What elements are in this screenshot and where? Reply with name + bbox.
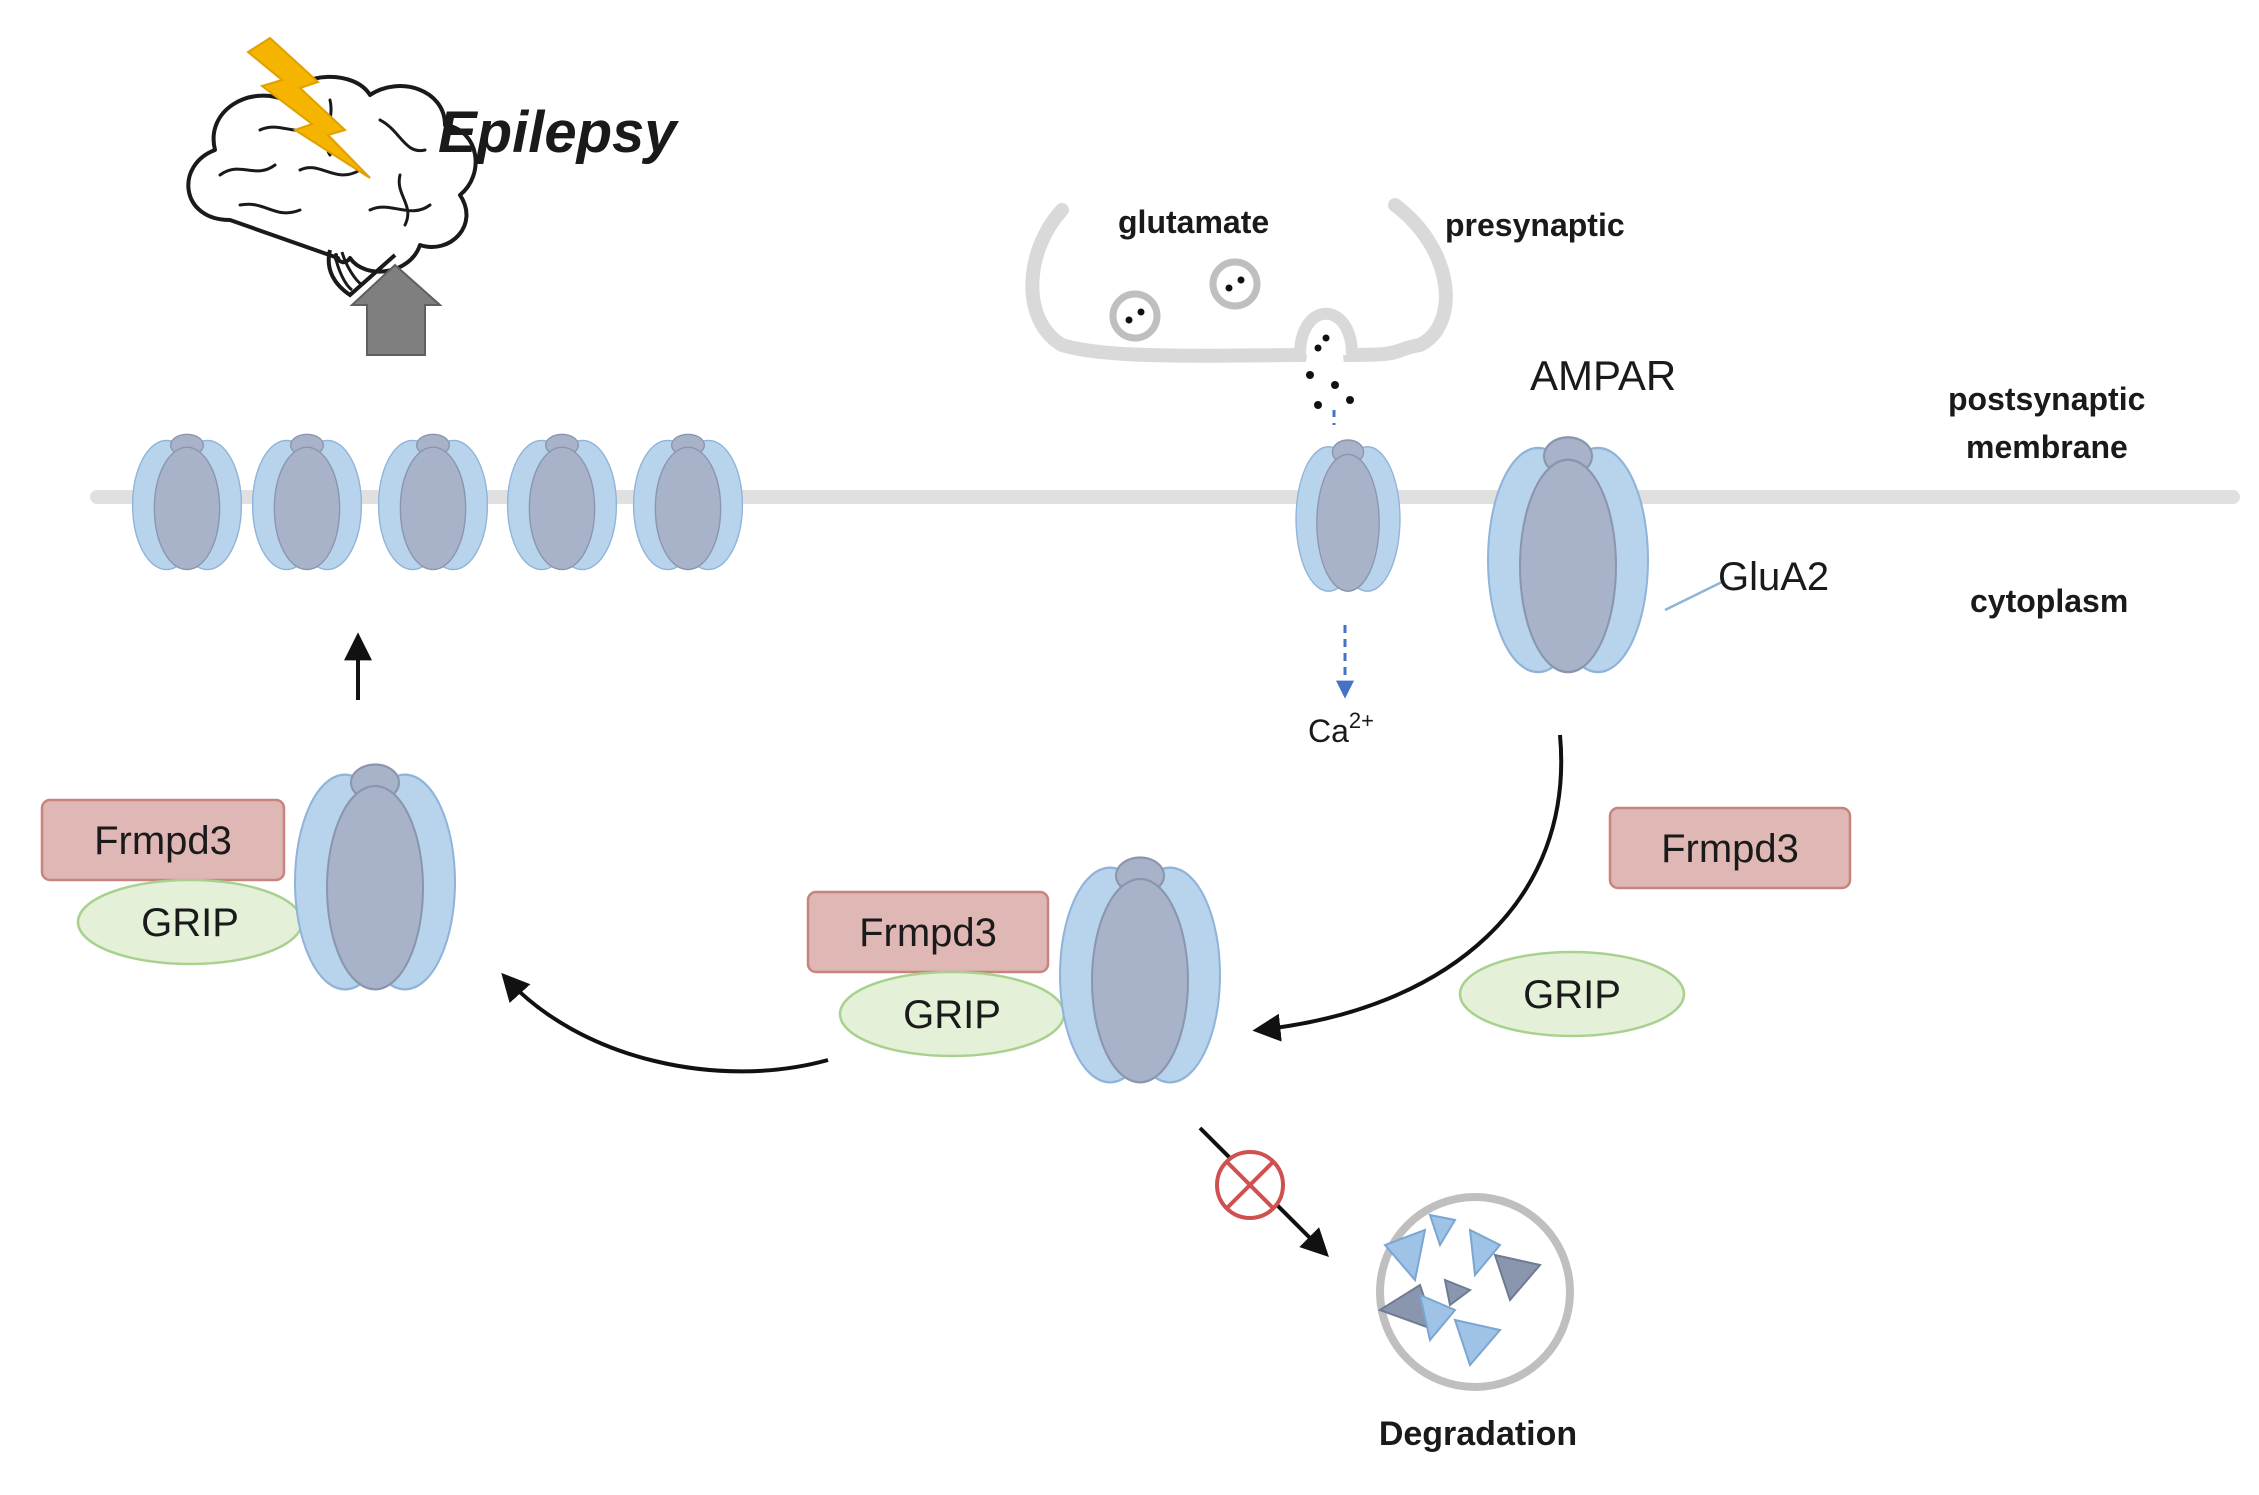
glua2-label: GluA2 <box>1718 555 1829 599</box>
frmpd3-left-label: Frmpd3 <box>94 819 232 863</box>
lightning-bolt-icon <box>246 36 371 179</box>
membrane-receptor-4 <box>506 433 618 571</box>
membrane-receptor-1 <box>131 433 243 571</box>
vesicle-2 <box>1209 258 1261 310</box>
ampar-receptor-center <box>1058 856 1222 1084</box>
binding-arrow <box>1252 734 1564 1042</box>
grip-center-label: GRIP <box>903 993 1001 1037</box>
grip-left-label: GRIP <box>141 901 239 945</box>
brain-icon <box>186 74 478 298</box>
postsynaptic-membrane <box>90 490 2240 504</box>
postsynaptic-membrane-label-line1: postsynaptic <box>1948 381 2145 417</box>
ampar-receptor-large <box>1486 436 1650 674</box>
recycling-arrow <box>501 972 829 1074</box>
frmpd3-free-label: Frmpd3 <box>1661 827 1799 871</box>
vesicle-1 <box>1109 290 1161 342</box>
calcium-label: Ca2+ <box>1308 708 1374 749</box>
frmpd3-free-box <box>1608 806 1852 890</box>
degradation-label: Degradation <box>1379 1415 1577 1453</box>
postsynaptic-membrane-label-line2: membrane <box>1966 429 2128 465</box>
calcium-superscript: 2+ <box>1349 708 1374 733</box>
glutamate-label: glutamate <box>1118 204 1269 240</box>
degradation-icon <box>1376 1193 1574 1391</box>
grip-free-label: GRIP <box>1523 973 1621 1017</box>
membrane-receptor-5 <box>632 433 744 571</box>
vesicle-released <box>1314 334 1330 352</box>
blocked-icon <box>1215 1150 1285 1220</box>
calcium-channel-receptor <box>1295 439 1401 592</box>
ampar-label: AMPAR <box>1530 352 1676 399</box>
membrane-receptor-3 <box>377 433 489 571</box>
frmpd3-center-label: Frmpd3 <box>859 911 997 955</box>
cytoplasm-label: cytoplasm <box>1970 583 2128 619</box>
membrane-receptor-2 <box>251 433 363 571</box>
presynaptic-label: presynaptic <box>1445 207 1625 243</box>
ampar-receptor-left <box>293 763 457 991</box>
epilepsy-title: Epilepsy <box>438 100 679 165</box>
grip-free-ellipse <box>1458 950 1686 1038</box>
glutamate-molecules <box>1306 371 1354 409</box>
glua2-pointer <box>1664 580 1723 612</box>
up-arrow-gray <box>349 263 443 356</box>
